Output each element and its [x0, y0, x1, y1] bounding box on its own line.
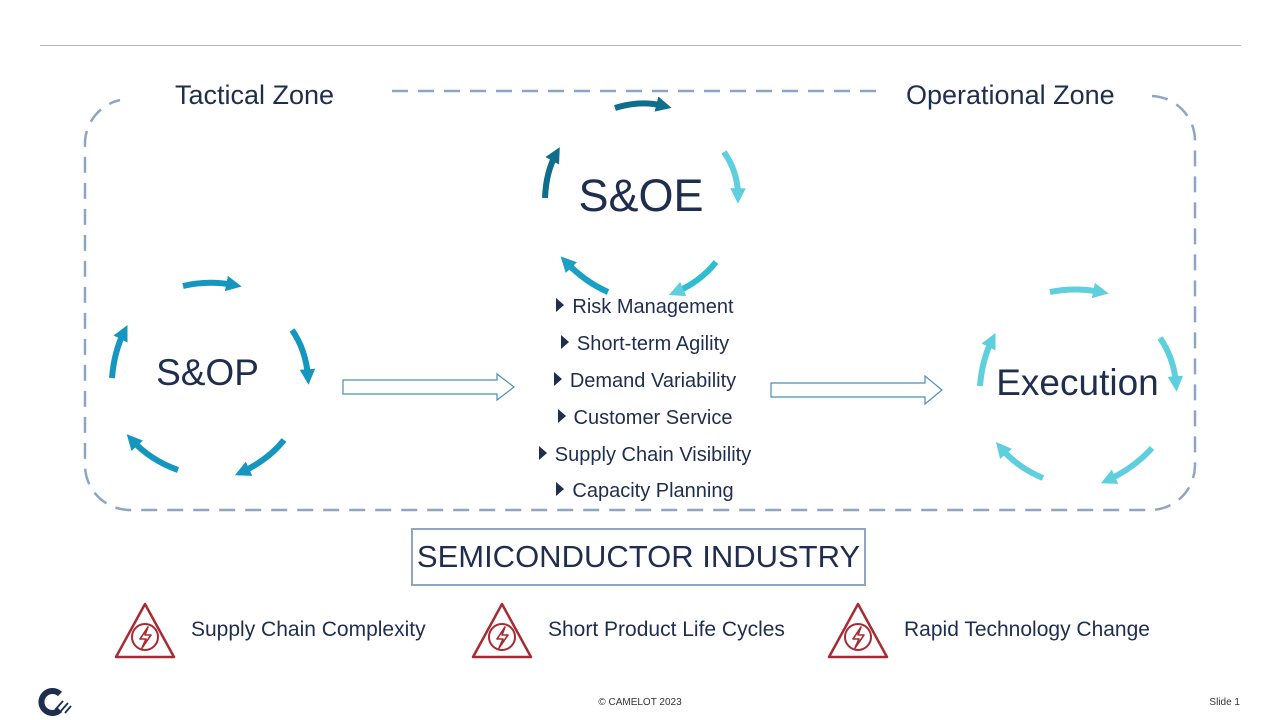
triangle-right-bullet-icon: [556, 482, 565, 496]
challenge-supply-chain-complexity: Supply Chain Complexity: [191, 618, 426, 641]
execution-label: Execution: [996, 362, 1159, 403]
lightning-warning-triangle-icon: [471, 602, 533, 659]
sop-cycle-arrows: [109, 275, 316, 476]
camelot-logo: [38, 688, 72, 716]
challenge-short-product-life-cycles: Short Product Life Cycles: [548, 618, 785, 641]
list-item: Demand Variability: [500, 370, 790, 393]
list-item: Capacity Planning: [500, 480, 790, 503]
challenge-rapid-technology-change: Rapid Technology Change: [904, 618, 1150, 641]
soe-cycle-arrows: [542, 96, 746, 297]
flow-arrow-soe-to-execution: [770, 374, 943, 406]
list-item: Customer Service: [500, 407, 790, 430]
triangle-right-bullet-icon: [557, 409, 566, 423]
operational-zone-label: Operational Zone: [906, 80, 1115, 110]
sop-label: S&OP: [156, 352, 259, 393]
semiconductor-industry-box: SEMICONDUCTOR INDUSTRY: [411, 528, 866, 586]
flow-arrow-sop-to-soe: [342, 372, 515, 402]
soe-label: S&OE: [578, 170, 704, 221]
triangle-right-bullet-icon: [560, 335, 569, 349]
lightning-warning-triangle-icon: [827, 602, 889, 659]
execution-cycle-arrows: [977, 282, 1184, 484]
triangle-right-bullet-icon: [538, 446, 547, 460]
list-item: Supply Chain Visibility: [500, 444, 790, 467]
footer-copyright: © CAMELOT 2023: [598, 697, 682, 708]
industry-title: SEMICONDUCTOR INDUSTRY: [416, 539, 861, 574]
triangle-right-bullet-icon: [553, 372, 562, 386]
tactical-zone-label: Tactical Zone: [175, 80, 335, 110]
list-item: Risk Management: [500, 296, 790, 319]
top-rule: [40, 45, 1241, 46]
list-item: Short-term Agility: [500, 333, 790, 356]
triangle-right-bullet-icon: [556, 298, 565, 312]
lightning-warning-triangle-icon: [114, 602, 176, 659]
slide-number: Slide 1: [1209, 697, 1240, 708]
